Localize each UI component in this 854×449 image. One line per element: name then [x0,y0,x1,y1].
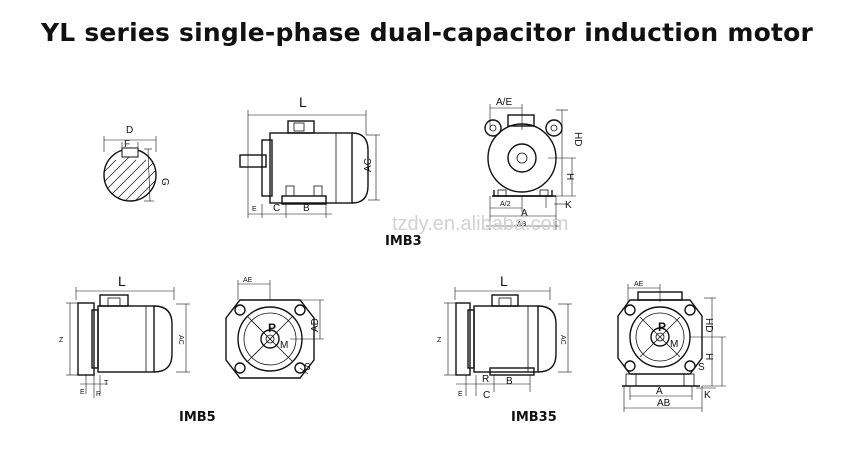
label-a: A [656,386,663,397]
label-ab: AB [517,221,527,228]
label-a2: A/2 [500,201,511,208]
label-l: L [500,273,508,289]
label-ab: AB [657,398,671,409]
label-ae: AE [634,281,644,288]
caption-imb35: IMB35 [511,410,557,425]
label-hd: HD [703,318,714,332]
label-b: B [303,203,310,214]
label-d: D [126,125,133,136]
imb35-side-view: L Z AC E R B C [437,273,572,401]
label-s: S [698,362,705,373]
caption-imb3: IMB3 [385,234,422,249]
caption-imb5: IMB5 [179,410,216,425]
imb5-side-view: L Z AC E R T [59,273,190,398]
label-l: L [118,273,126,289]
label-ad: AD [310,318,321,332]
label-p: P [268,321,276,335]
label-ac: AC [559,335,566,345]
label-f: F [124,139,130,150]
label-z: Z [59,337,64,344]
label-hd: HD [572,132,583,146]
label-p: P [658,320,666,334]
label-ae: AE [243,277,253,284]
label-c: C [273,203,280,214]
label-t: T [104,380,109,387]
label-ae: A/E [496,97,512,108]
imb3-front-view: A/E HD H A/2 A K AB [484,97,583,230]
label-z: Z [437,337,442,344]
page-title: YL series single-phase dual-capacitor in… [40,18,814,47]
label-c: C [483,390,490,401]
label-a: A [521,208,528,219]
label-r: R [482,374,489,385]
label-b: B [506,376,513,387]
label-k: K [565,200,572,211]
imb35-front-view: AE HD H S P M A AB [617,281,726,412]
label-m: M [670,339,678,350]
label-h: H [703,353,714,360]
shaft-section: D F G [103,125,170,202]
label-s: S [304,362,311,373]
imb3-side-view: L AC E C B [239,94,380,218]
label-e: E [458,391,463,398]
label-k: K [704,390,711,401]
label-h: H [564,173,575,180]
label-ac: AC [177,335,184,345]
label-r: R [96,391,101,398]
label-l: L [299,94,307,110]
imb5-front-view: AE AD P M S [225,277,324,379]
label-e: E [252,206,257,213]
label-ac: AC [363,158,374,172]
label-g: G [159,178,170,186]
watermark: tzdy.en.alibaba.com [392,213,569,235]
label-m: M [280,340,288,351]
label-e: E [80,389,85,396]
